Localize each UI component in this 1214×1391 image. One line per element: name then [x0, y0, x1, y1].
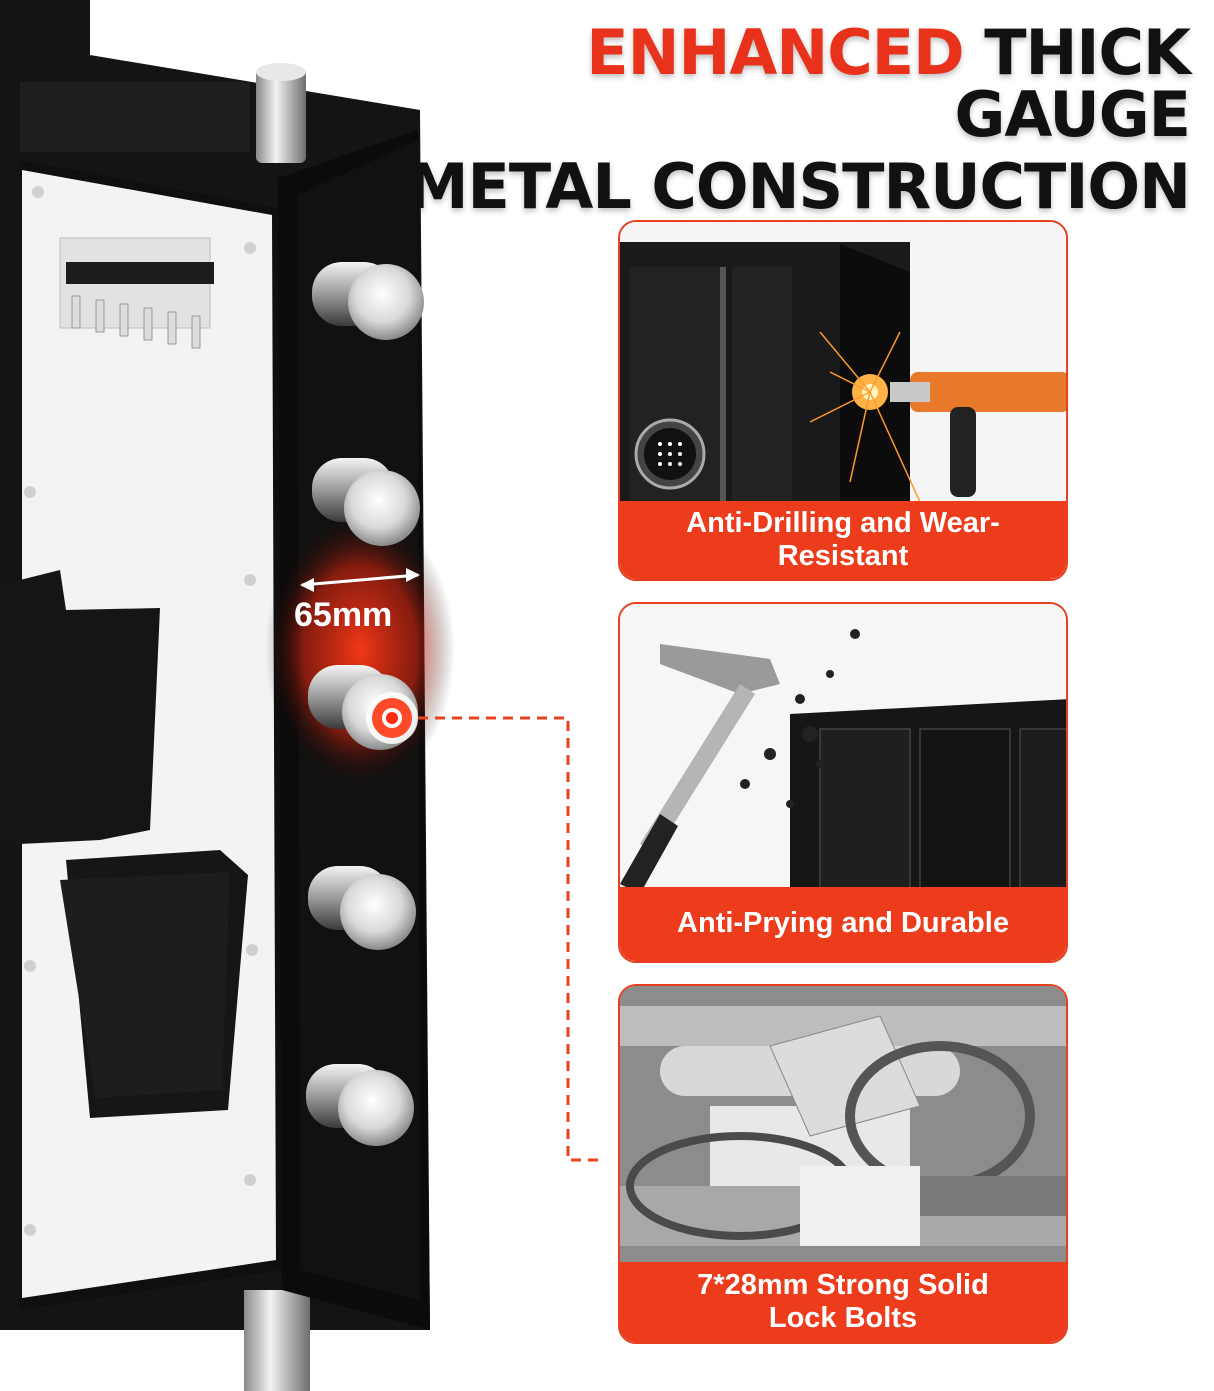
feature-card-lock-bolts: 7*28mm Strong Solid Lock Bolts [618, 984, 1068, 1344]
feature-caption-1-line-1: Anti-Drilling and Wear- [686, 506, 1000, 539]
feature-caption-1-line-2: Resistant [777, 540, 909, 572]
feature-caption-3-line-1: 7*28mm Strong Solid [697, 1268, 989, 1301]
headline-line-1-rest: THICK GAUGE [954, 16, 1191, 151]
feature-caption-3: 7*28mm Strong Solid Lock Bolts [620, 1262, 1066, 1342]
headline-line-2: METAL CONSTRUCTION [406, 150, 1191, 223]
headline-line-1: ENHANCED THICK GAUGE [380, 22, 1191, 146]
feature-caption-2-line-1: Anti-Prying and Durable [677, 907, 1009, 940]
safe-door-illustration [0, 0, 600, 1391]
feature-caption-3-line-2: Lock Bolts [768, 1302, 918, 1334]
feature-card-anti-drilling: Anti-Drilling and Wear- Resistant [618, 220, 1068, 581]
feature-caption-2: Anti-Prying and Durable [620, 887, 1066, 961]
bolt-spacing-label: 65mm [294, 596, 393, 634]
headline-accent-word: ENHANCED [586, 16, 964, 89]
feature-card-anti-prying: Anti-Prying and Durable [618, 602, 1068, 963]
headline: ENHANCED THICK GAUGE METAL CONSTRUCTION [380, 22, 1191, 223]
feature-caption-1: Anti-Drilling and Wear- Resistant [620, 501, 1066, 579]
